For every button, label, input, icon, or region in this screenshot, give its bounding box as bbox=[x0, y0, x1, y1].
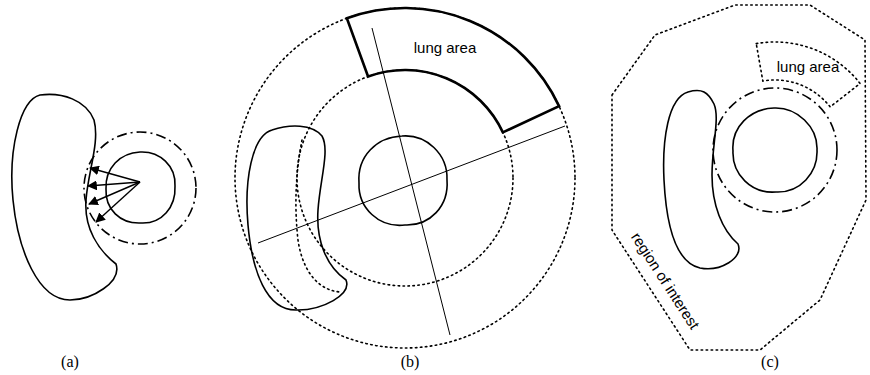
lung-area-sector: lung area bbox=[750, 38, 868, 113]
panel-b-figure bbox=[235, 8, 575, 348]
panel-c-figure bbox=[664, 88, 837, 269]
aorta-outline bbox=[359, 136, 447, 225]
node-outline bbox=[756, 42, 860, 107]
node-label: lung area bbox=[414, 40, 477, 57]
heart-outline bbox=[247, 126, 347, 310]
node-label: lung area bbox=[777, 59, 840, 76]
node-label: region of interest bbox=[628, 230, 703, 333]
outer-dotted-circle bbox=[235, 8, 575, 348]
heart-outline bbox=[12, 94, 117, 300]
node-outline bbox=[340, 4, 565, 139]
dash-dot-circle bbox=[84, 132, 196, 244]
panel-label: (c) bbox=[761, 353, 779, 371]
panel-label: (a) bbox=[61, 353, 79, 371]
panel-label: (b) bbox=[401, 353, 420, 371]
node-outline bbox=[347, 8, 559, 132]
lung-area-sector: lung area bbox=[340, 4, 565, 139]
node-outline bbox=[750, 38, 868, 113]
dash-dot-circle bbox=[713, 88, 837, 212]
ray-arrows bbox=[88, 168, 140, 222]
panel-a-figure bbox=[12, 94, 196, 300]
aorta-outline bbox=[106, 152, 175, 223]
node-outline bbox=[612, 5, 866, 350]
aorta-outline bbox=[733, 108, 817, 192]
heart-dotted-contour bbox=[296, 140, 340, 292]
heart-outline bbox=[664, 91, 739, 269]
